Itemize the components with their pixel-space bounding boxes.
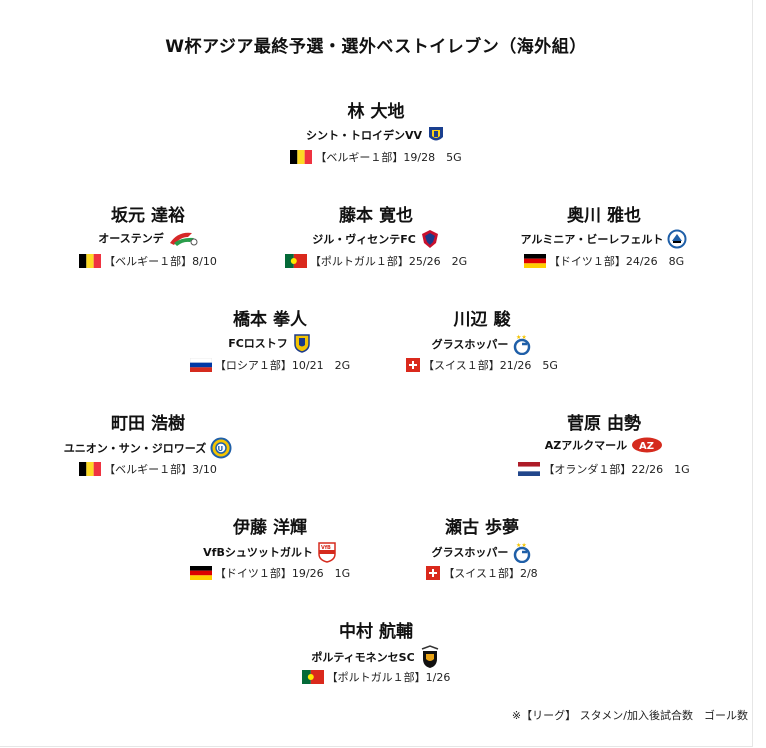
club-name: シント・トロイデンVV bbox=[305, 129, 423, 142]
belgium-flag-icon bbox=[79, 254, 102, 268]
club-row: ユニオン・サン・ジロワーズ U bbox=[28, 437, 268, 459]
player-stats: 【スイス１部】2/8 bbox=[443, 567, 538, 580]
portimonense-crest-icon bbox=[421, 645, 438, 668]
stats-row: 【スイス１部】2/8 bbox=[362, 565, 602, 581]
russia-flag-icon bbox=[189, 358, 212, 372]
player-card: 町田 浩樹 ユニオン・サン・ジロワーズ U 【ベルギー１部】3/10 bbox=[28, 409, 268, 479]
grasshopper-crest-icon: ★★ bbox=[514, 334, 531, 355]
player-name: 瀬古 歩夢 bbox=[445, 518, 519, 538]
player-card: 伊藤 洋輝 VfBシュツットガルト VfB 【ドイツ１部】19/26 1G bbox=[150, 513, 390, 583]
club-row: オーステンデ bbox=[28, 229, 268, 247]
player-stats: 【ベルギー１部】3/10 bbox=[104, 463, 217, 476]
player-stats: 【ベルギー１部】8/10 bbox=[104, 255, 217, 268]
player-stats: 【ポルトガル１部】1/26 bbox=[326, 671, 451, 684]
player-card: 瀬古 歩夢 グラスホッパー ★★ 【スイス１部】2/8 bbox=[362, 513, 602, 583]
player-name: 橋本 拳人 bbox=[233, 310, 307, 330]
club-row: グラスホッパー ★★ bbox=[362, 333, 602, 355]
player-card: 藤本 寛也 ジル・ヴィセンテFC 【ポルトガル１部】25/26 2G bbox=[256, 201, 496, 271]
portugal-flag-icon bbox=[301, 670, 324, 684]
player-stats: 【ロシア１部】10/21 2G bbox=[214, 359, 351, 372]
player-name: 菅原 由勢 bbox=[567, 414, 641, 434]
player-stats: 【スイス１部】21/26 5G bbox=[423, 359, 558, 372]
rostov-crest-icon bbox=[294, 334, 310, 353]
stats-row: 【ベルギー１部】3/10 bbox=[28, 461, 268, 477]
svg-text:★★: ★★ bbox=[516, 542, 527, 549]
stuttgart-crest-icon: VfB bbox=[318, 542, 336, 563]
stats-row: 【オランダ１部】22/26 1G bbox=[484, 461, 724, 477]
stats-row: 【ロシア１部】10/21 2G bbox=[150, 357, 390, 373]
player-stats: 【ドイツ１部】24/26 8G bbox=[548, 255, 685, 268]
player-card: 奥川 雅也 アルミニア・ビーレフェルト 【ドイツ１部】24/26 8G bbox=[484, 201, 724, 271]
gil-vicente-crest-icon bbox=[421, 230, 438, 248]
player-card: 橋本 拳人 FCロストフ 【ロシア１部】10/21 2G bbox=[150, 305, 390, 375]
az-alkmaar-crest-icon: AZ bbox=[632, 437, 663, 453]
club-name: ポルティモネンセSC bbox=[311, 651, 415, 664]
player-stats: 【ドイツ１部】19/26 1G bbox=[214, 567, 351, 580]
player-card: 菅原 由勢 AZアルクマール AZ 【オランダ１部】22/26 1G bbox=[484, 409, 724, 479]
club-name: FCロストフ bbox=[228, 337, 288, 350]
player-stats: 【オランダ１部】22/26 1G bbox=[543, 463, 690, 476]
sint-truiden-crest-icon bbox=[429, 127, 444, 141]
club-name: ユニオン・サン・ジロワーズ bbox=[63, 442, 207, 455]
svg-text:VfB: VfB bbox=[321, 545, 331, 551]
stats-row: 【ポルトガル１部】1/26 bbox=[256, 669, 496, 685]
player-name: 林 大地 bbox=[347, 102, 405, 122]
club-row: FCロストフ bbox=[150, 333, 390, 353]
player-name: 伊藤 洋輝 bbox=[233, 518, 307, 538]
player-stats: 【ベルギー１部】19/28 5G bbox=[315, 151, 462, 164]
stats-row: 【ドイツ１部】24/26 8G bbox=[484, 253, 724, 269]
player-name: 坂元 達裕 bbox=[111, 206, 185, 226]
bielefeld-crest-icon bbox=[667, 229, 687, 249]
club-row: アルミニア・ビーレフェルト bbox=[484, 229, 724, 249]
player-name: 中村 航輔 bbox=[339, 622, 413, 642]
stats-row: 【ベルギー１部】19/28 5G bbox=[256, 149, 496, 165]
switzerland-flag-icon bbox=[426, 566, 441, 580]
player-card: 坂元 達裕 オーステンデ 【ベルギー１部】8/10 bbox=[28, 201, 268, 271]
stats-row: 【スイス１部】21/26 5G bbox=[362, 357, 602, 373]
club-row: ポルティモネンセSC bbox=[256, 645, 496, 669]
club-name: グラスホッパー bbox=[431, 338, 509, 351]
club-row: グラスホッパー ★★ bbox=[362, 541, 602, 563]
grasshopper-crest-icon: ★★ bbox=[514, 542, 531, 563]
player-card: 中村 航輔 ポルティモネンセSC 【ポルトガル１部】1/26 bbox=[256, 617, 496, 687]
svg-text:U: U bbox=[218, 445, 224, 453]
player-name: 奥川 雅也 bbox=[567, 206, 641, 226]
switzerland-flag-icon bbox=[406, 358, 421, 372]
stats-row: 【ベルギー１部】8/10 bbox=[28, 253, 268, 269]
player-card: 林 大地 シント・トロイデンVV 【ベルギー１部】19/28 5G bbox=[256, 97, 496, 167]
union-sg-crest-icon: U bbox=[210, 437, 232, 459]
club-name: ジル・ヴィセンテFC bbox=[312, 233, 416, 246]
club-name: グラスホッパー bbox=[431, 546, 509, 559]
player-stats: 【ポルトガル１部】25/26 2G bbox=[309, 255, 468, 268]
player-name: 町田 浩樹 bbox=[111, 414, 185, 434]
oostende-crest-icon bbox=[169, 232, 198, 246]
player-card: 川辺 駿 グラスホッパー ★★ 【スイス１部】21/26 5G bbox=[362, 305, 602, 375]
club-row: ジル・ヴィセンテFC bbox=[256, 229, 496, 249]
svg-text:★★: ★★ bbox=[516, 334, 527, 341]
club-row: AZアルクマール AZ bbox=[484, 437, 724, 453]
svg-text:AZ: AZ bbox=[639, 441, 654, 452]
belgium-flag-icon bbox=[79, 462, 102, 476]
netherlands-flag-icon bbox=[518, 462, 541, 476]
germany-flag-icon bbox=[189, 566, 212, 580]
club-name: アルミニア・ビーレフェルト bbox=[520, 233, 664, 246]
belgium-flag-icon bbox=[290, 150, 313, 164]
stats-row: 【ポルトガル１部】25/26 2G bbox=[256, 253, 496, 269]
club-row: シント・トロイデンVV bbox=[256, 125, 496, 145]
player-name: 藤本 寛也 bbox=[339, 206, 413, 226]
germany-flag-icon bbox=[523, 254, 546, 268]
portugal-flag-icon bbox=[284, 254, 307, 268]
player-name: 川辺 駿 bbox=[453, 310, 511, 330]
stats-row: 【ドイツ１部】19/26 1G bbox=[150, 565, 390, 581]
page-title: W杯アジア最終予選・選外ベストイレブン（海外組） bbox=[165, 37, 587, 57]
club-row: VfBシュツットガルト VfB bbox=[150, 541, 390, 563]
club-name: VfBシュツットガルト bbox=[203, 546, 313, 559]
club-name: AZアルクマール bbox=[544, 439, 628, 452]
legend-note: ※【リーグ】 スタメン/加入後試合数 ゴール数 bbox=[511, 709, 748, 722]
club-name: オーステンデ bbox=[98, 232, 164, 245]
